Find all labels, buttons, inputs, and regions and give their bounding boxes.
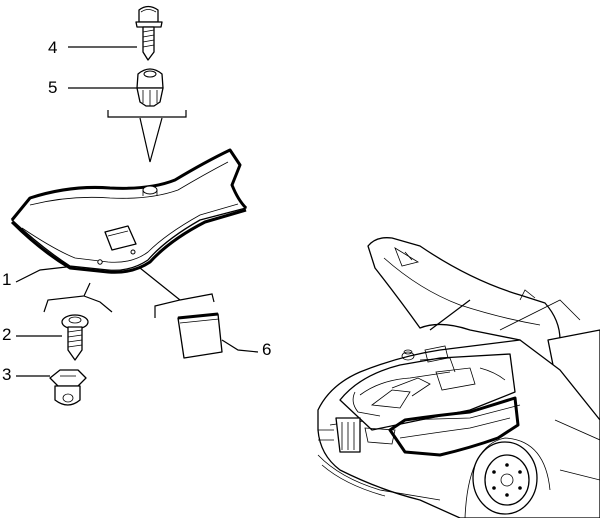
pad-part-6 [177,312,223,359]
cover-panel-part-1 [10,148,248,274]
grommet-part-5 [136,68,164,107]
clip-part-3 [49,369,87,406]
callout-4: 4 [48,38,57,57]
bolt-part-2 [61,314,89,361]
screw-part-4 [135,5,163,61]
callout-6: 6 [262,340,271,359]
bracket-top [107,110,187,163]
callout-1: 1 [2,270,11,289]
bracket-right [139,267,215,318]
car-illustration [317,237,600,518]
callout-2: 2 [2,325,11,344]
bracket-left [43,282,113,313]
callout-3: 3 [2,365,11,384]
leader-lines [15,46,259,377]
callout-5: 5 [48,78,57,97]
